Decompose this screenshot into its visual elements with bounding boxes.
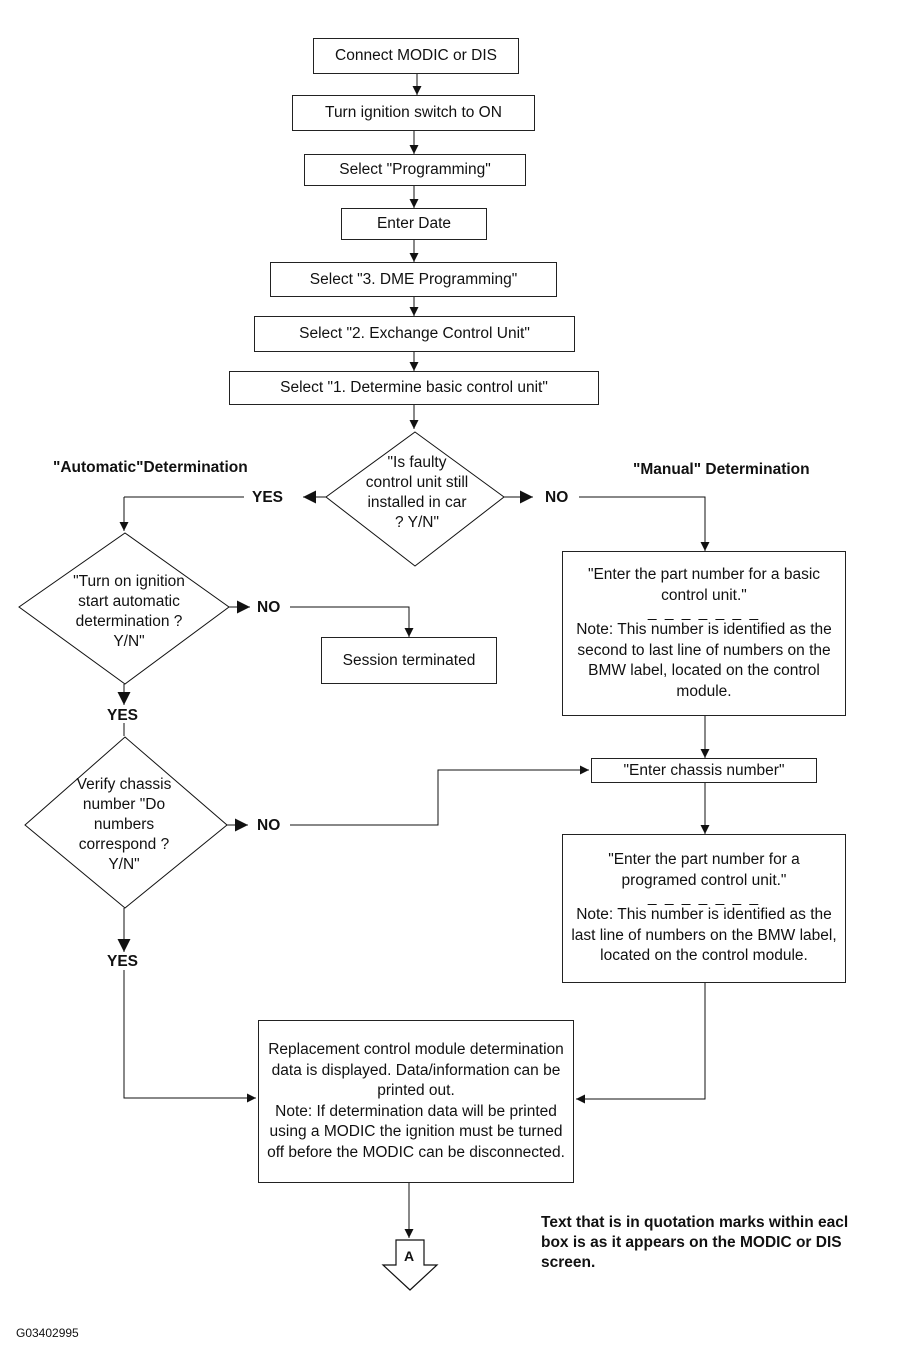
step-select-programming: Select "Programming"	[304, 154, 526, 186]
footnote-quotation-marks: Text that is in quotation marks within e…	[541, 1214, 849, 1271]
decision-faulty-installed: "Is faulty control unit still installed …	[365, 452, 469, 534]
line-no-to-chassis	[290, 765, 589, 826]
step-dme-programming: Select "3. DME Programming"	[270, 262, 557, 297]
line-no-to-session	[290, 606, 414, 637]
box-basic-part-number: "Enter the part number for a basic contr…	[562, 551, 846, 716]
box-programmed-part-number: "Enter the part number for a programed c…	[562, 834, 846, 983]
replacement-data-text: Replacement control module determination…	[268, 1041, 564, 1099]
box-replacement-data: Replacement control module determination…	[258, 1020, 574, 1183]
label-yes-auto-determination: YES	[107, 707, 139, 724]
decision-faulty-installed-shape	[325, 431, 505, 567]
offpage-connector-label: A	[404, 1248, 415, 1264]
step-dme-programming-text: Select "3. DME Programming"	[309, 270, 518, 288]
heading-manual-determination: "Manual" Determination	[633, 461, 810, 478]
box-session-terminated-text: Session terminated	[342, 651, 476, 669]
offpage-connector-shape	[381, 1239, 439, 1291]
basic-part-number-prompt: "Enter the part number for a basic contr…	[587, 566, 821, 604]
label-no-verify-chassis: NO	[257, 817, 281, 834]
programmed-part-number-note: Note: This number is identified as the l…	[571, 906, 837, 965]
step-exchange-unit-text: Select "2. Exchange Control Unit"	[299, 325, 530, 342]
line-programmed-to-replacement	[576, 983, 706, 1104]
decision-auto-determination: "Turn on ignition start automatic determ…	[62, 571, 196, 653]
step-select-programming-text: Select "Programming"	[339, 161, 491, 178]
decision-faulty-installed-text: "Is faulty control unit still installed …	[365, 454, 469, 531]
decision-verify-chassis: Verify chassis number "Do numbers corres…	[68, 776, 180, 873]
figure-id: G03402995	[16, 1326, 79, 1340]
box-enter-chassis: "Enter chassis number"	[591, 758, 817, 783]
basic-part-number-note: Note: This number is identified as the s…	[576, 621, 832, 700]
line-no-to-manual	[579, 496, 710, 551]
step-ignition-on-text: Turn ignition switch to ON	[325, 104, 502, 121]
label-yes-faulty-installed: YES	[252, 489, 284, 506]
step-determine-basic-text: Select "1. Determine basic control unit"	[280, 379, 548, 396]
basic-separator: _ _ _ _ _ _ _	[647, 604, 761, 621]
step-ignition-on: Turn ignition switch to ON	[292, 95, 535, 131]
label-no-auto-determination: NO	[257, 599, 281, 616]
line-yes-to-replacement	[123, 970, 256, 1103]
step-enter-date: Enter Date	[341, 208, 487, 240]
box-enter-chassis-text: "Enter chassis number"	[623, 761, 785, 779]
heading-automatic-determination: "Automatic"Determination	[53, 459, 248, 476]
programmed-separator: _ _ _ _ _ _ _	[647, 889, 761, 907]
label-yes-verify-chassis: YES	[107, 953, 139, 970]
step-connect-text: Connect MODIC or DIS	[335, 47, 497, 64]
decision-verify-chassis-text: Verify chassis number "Do numbers corres…	[76, 776, 172, 873]
decision-verify-chassis-shape	[24, 736, 228, 909]
decision-auto-determination-text: "Turn on ignition start automatic determ…	[73, 573, 185, 650]
step-determine-basic: Select "1. Determine basic control unit"	[229, 371, 599, 405]
step-enter-date-text: Enter Date	[376, 215, 452, 232]
box-session-terminated: Session terminated	[321, 637, 497, 684]
decision-auto-determination-shape	[18, 532, 230, 685]
programmed-part-number-prompt: "Enter the part number for a programed c…	[608, 851, 800, 889]
label-no-faulty-installed: NO	[545, 489, 569, 506]
replacement-data-note: Note: If determination data will be prin…	[267, 1102, 565, 1161]
step-exchange-unit: Select "2. Exchange Control Unit"	[254, 316, 575, 352]
step-connect: Connect MODIC or DIS	[313, 38, 519, 74]
